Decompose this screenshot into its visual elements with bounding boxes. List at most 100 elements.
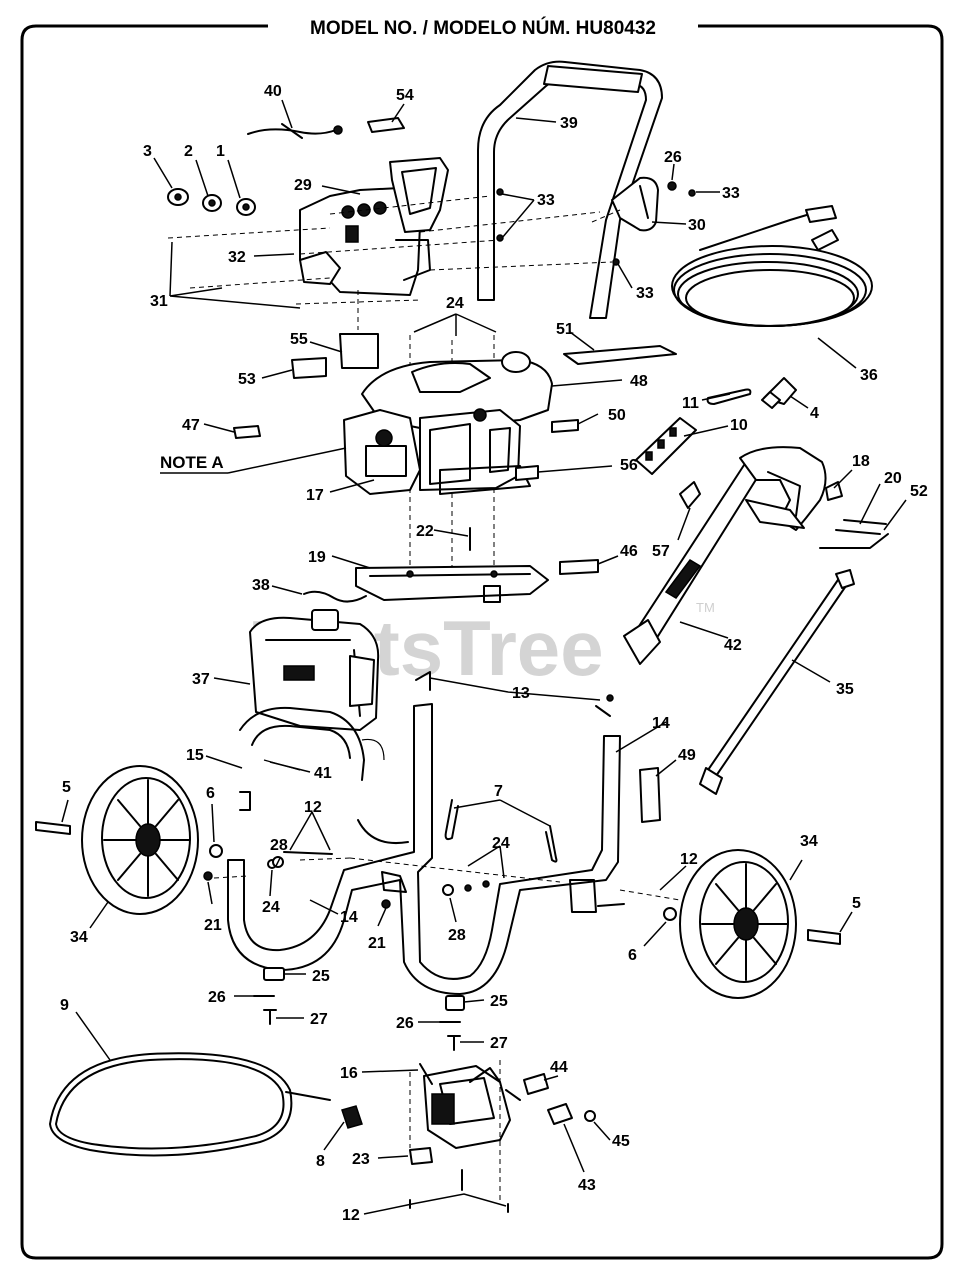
callout-40: 40 bbox=[264, 83, 282, 100]
wheel-34-left bbox=[81, 765, 199, 915]
callout-5-b: 5 bbox=[852, 895, 861, 912]
callout-1: 1 bbox=[216, 143, 225, 160]
callout-25-a: 25 bbox=[312, 968, 330, 985]
callout-5-a: 5 bbox=[62, 779, 71, 796]
callout-4: 4 bbox=[810, 405, 819, 422]
note-a-leader bbox=[227, 447, 347, 474]
nozzle-holder-10 bbox=[635, 417, 697, 475]
label-47 bbox=[233, 425, 261, 439]
callout-8: 8 bbox=[316, 1153, 325, 1170]
label-57 bbox=[679, 481, 701, 509]
callout-47: 47 bbox=[182, 417, 200, 434]
lance-35 bbox=[699, 569, 855, 795]
washers-screws bbox=[203, 844, 681, 921]
callout-29: 29 bbox=[294, 177, 312, 194]
callout-39: 39 bbox=[560, 115, 578, 132]
label-46 bbox=[559, 559, 599, 575]
callout-12-b: 12 bbox=[680, 851, 698, 868]
label-55 bbox=[339, 333, 379, 369]
callout-10: 10 bbox=[730, 417, 748, 434]
labels-20-52 bbox=[819, 519, 889, 549]
callout-14-b: 14 bbox=[340, 909, 358, 926]
label-56 bbox=[515, 465, 539, 481]
callout-24-a: 24 bbox=[446, 295, 464, 312]
callout-23: 23 bbox=[352, 1151, 370, 1168]
callout-2: 2 bbox=[184, 143, 193, 160]
callout-26-b: 26 bbox=[396, 1015, 414, 1032]
callout-35: 35 bbox=[836, 681, 854, 698]
callout-11: 11 bbox=[682, 395, 699, 412]
page-title: MODEL NO. / MODELO NÚM. HU80432 bbox=[310, 17, 656, 39]
callout-25-b: 25 bbox=[490, 993, 508, 1010]
label-53 bbox=[291, 357, 327, 379]
callout-46: 46 bbox=[620, 543, 638, 560]
callout-13: 13 bbox=[512, 685, 530, 702]
callout-27-b: 27 bbox=[490, 1035, 508, 1052]
engine-17 bbox=[343, 351, 553, 495]
callout-27-a: 27 bbox=[310, 1011, 328, 1028]
callout-16: 16 bbox=[340, 1065, 358, 1082]
control-panel-29 bbox=[299, 157, 449, 296]
label-18 bbox=[825, 481, 843, 501]
callout-17: 17 bbox=[306, 487, 324, 504]
callout-45: 45 bbox=[612, 1133, 630, 1150]
callout-54: 54 bbox=[396, 87, 414, 104]
callout-33-a: 33 bbox=[722, 185, 740, 202]
base-plate-19 bbox=[355, 565, 549, 603]
callout-15: 15 bbox=[186, 747, 204, 764]
label-50 bbox=[551, 419, 579, 433]
callout-57: 57 bbox=[652, 543, 670, 560]
diagram-frame bbox=[20, 24, 944, 1260]
nozzle-4 bbox=[761, 377, 797, 409]
callout-31: 31 bbox=[150, 293, 168, 310]
hook-40 bbox=[247, 123, 343, 139]
filter-8 bbox=[341, 1105, 363, 1129]
callout-55: 55 bbox=[290, 331, 308, 348]
callout-12-a: 12 bbox=[304, 799, 322, 816]
screws-33 bbox=[496, 188, 696, 266]
callout-28-a: 28 bbox=[270, 837, 288, 854]
label-54 bbox=[367, 117, 405, 133]
callout-9: 9 bbox=[60, 997, 69, 1014]
callout-24-b: 24 bbox=[492, 835, 510, 852]
callout-33-c: 33 bbox=[636, 285, 654, 302]
label-51 bbox=[563, 345, 677, 365]
callout-12-c: 12 bbox=[342, 1207, 360, 1224]
callout-19: 19 bbox=[308, 549, 326, 566]
callout-22: 22 bbox=[416, 523, 434, 540]
callout-6-a: 6 bbox=[206, 785, 215, 802]
handle-39 bbox=[477, 60, 663, 319]
note-a-label: NOTE A bbox=[160, 453, 224, 472]
watermark-tm: TM bbox=[696, 600, 715, 615]
callout-6-b: 6 bbox=[628, 947, 637, 964]
callout-56: 56 bbox=[620, 457, 638, 474]
frame-14-15 bbox=[227, 703, 621, 995]
callout-49: 49 bbox=[678, 747, 696, 764]
callout-36: 36 bbox=[860, 367, 878, 384]
axle-bolts-5 bbox=[35, 821, 841, 945]
pins-7 bbox=[444, 799, 558, 863]
callout-51: 51 bbox=[556, 321, 574, 338]
callout-34-a: 34 bbox=[800, 833, 818, 850]
sleeve-49 bbox=[639, 767, 661, 823]
leader-lines bbox=[61, 99, 907, 1215]
callouts: 40 54 39 3 2 1 29 26 33 33 30 32 33 31 2… bbox=[60, 83, 928, 1224]
callout-38: 38 bbox=[252, 577, 270, 594]
wheel-34-right bbox=[679, 849, 797, 999]
callout-24-c: 24 bbox=[262, 899, 280, 916]
callout-18: 18 bbox=[852, 453, 870, 470]
bolts-13 bbox=[415, 671, 614, 717]
cable-38 bbox=[303, 590, 367, 603]
callout-26-a: 26 bbox=[208, 989, 226, 1006]
callout-26: 26 bbox=[664, 149, 682, 166]
callout-3: 3 bbox=[143, 143, 152, 160]
pump-16 bbox=[409, 1060, 521, 1213]
fittings-43-44-45 bbox=[523, 1073, 596, 1125]
callout-48: 48 bbox=[630, 373, 648, 390]
spark-part-11 bbox=[706, 388, 752, 405]
callout-7: 7 bbox=[494, 783, 503, 800]
callout-43: 43 bbox=[578, 1177, 596, 1194]
callout-21-b: 21 bbox=[368, 935, 386, 952]
nuts-1-2-3 bbox=[167, 188, 256, 216]
